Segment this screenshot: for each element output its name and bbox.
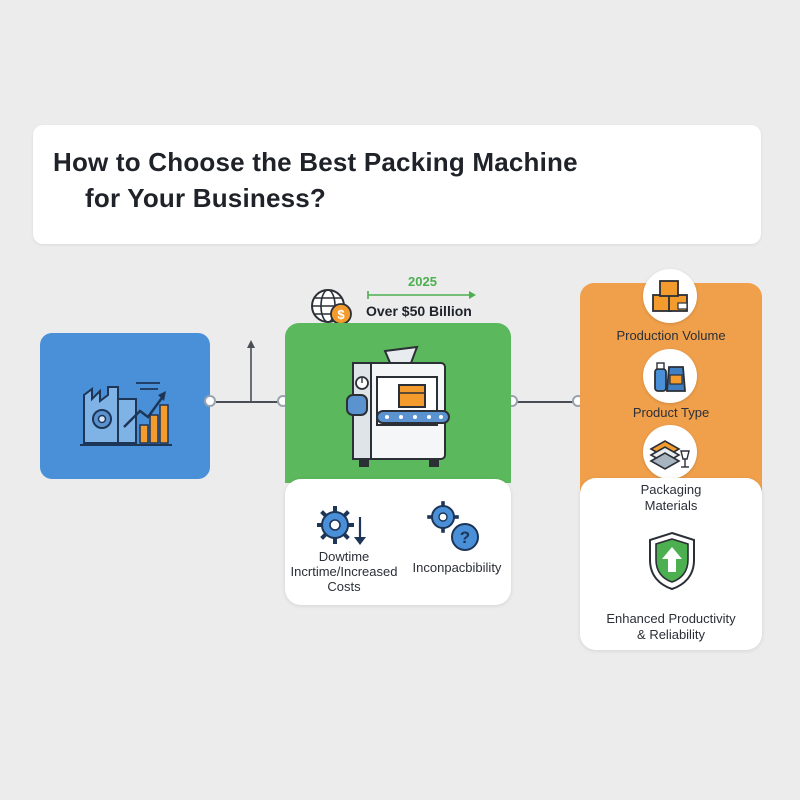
layers-glass-icon <box>649 440 690 470</box>
factors-card: Production Volume Product Type <box>580 269 762 503</box>
svg-text:?: ? <box>460 528 470 547</box>
title-card: How to Choose the Best Packing Machine f… <box>33 125 761 244</box>
svg-text:$: $ <box>337 307 345 322</box>
bottle-bag-icon <box>654 362 686 392</box>
factor-type-label: Product Type <box>632 405 710 420</box>
market-year: 2025 <box>408 274 437 289</box>
challenge-downtime-line-2: Incrtime/Increased <box>290 564 398 579</box>
factor-volume-circle <box>643 269 697 323</box>
title-line-1: How to Choose the Best Packing Machine <box>53 147 578 177</box>
factor-volume-label: Production Volume <box>616 328 726 343</box>
machine-card <box>285 323 511 483</box>
factory-card <box>40 333 210 479</box>
challenge-downtime-label: Dowtime Incrtime/Increased Costs <box>285 549 403 594</box>
timeline-arrow-icon <box>367 291 476 299</box>
up-arrow-icon <box>247 340 255 402</box>
factory-growth-icon <box>80 382 172 446</box>
shield-up-arrow-icon <box>649 531 695 591</box>
challenge-downtime-line-3: Costs <box>327 579 361 594</box>
boxes-icon <box>652 280 688 312</box>
challenges-card: Dowtime Incrtime/Increased Costs ? Incon… <box>285 479 511 605</box>
connector-blue-green <box>216 401 282 403</box>
title-line-2: for Your Business? <box>85 183 327 213</box>
factor-materials-line-2: Materials <box>644 498 698 513</box>
globe-dollar-icon: $ <box>311 289 352 325</box>
outcome-label: Enhanced Productivity & Reliability <box>580 611 762 643</box>
factor-materials-line-1: Packaging <box>640 482 702 497</box>
gear-question-icon: ? <box>427 501 479 551</box>
packing-machine-icon <box>346 345 450 467</box>
gear-down-arrow-icon <box>317 506 366 545</box>
factor-materials-label: Packaging Materials <box>580 482 762 514</box>
challenge-downtime-line-1: Dowtime <box>318 549 370 564</box>
challenge-incompatibility-label: Inconpacbibility <box>412 560 502 575</box>
outcome-card: Packaging Materials Enhanced Productivit… <box>580 478 762 650</box>
outcome-line-2: & Reliability <box>637 627 705 642</box>
market-value: Over $50 Billion <box>366 303 472 319</box>
node-blue-right <box>204 395 216 407</box>
factor-materials-circle <box>643 425 697 479</box>
connector-green-orange <box>514 401 578 403</box>
outcome-line-1: Enhanced Productivity <box>606 611 736 626</box>
factor-type-circle <box>643 349 697 403</box>
